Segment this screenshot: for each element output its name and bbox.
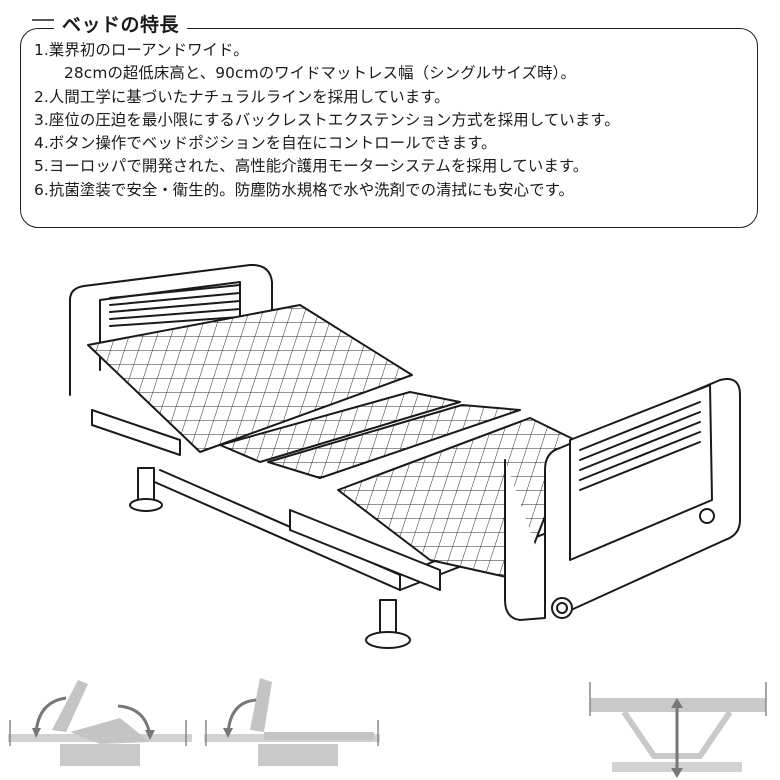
features-title-dash [32,19,54,21]
bed-illustration [69,263,741,649]
features-list: 1.業界初のローアンドワイド。 28cmの超低床高と、90cmのワイドマットレス… [34,39,754,202]
feature-item-1-detail: 28cmの超低床高と、90cmのワイドマットレス幅（シングルサイズ時）。 [64,64,576,83]
features-box [20,28,758,228]
height-adjust-diagram [589,682,767,778]
feature-item-1: 1.業界初のローアンドワイド。 [34,41,249,59]
back-and-knee-raise-diagram [8,680,192,766]
back-raise-diagram [204,678,380,766]
feature-item-5: 5.ヨーロッパで開発された、高性能介護用モーターシステムを採用しています。 [34,157,589,176]
feature-item-2: 2.人間工学に基づいたナチュラルラインを採用しています。 [34,87,450,106]
feature-item-6: 6.抗菌塗装で安全・衛生的。防塵防水規格で水や洗剤での清拭にも安心です。 [34,180,575,199]
features-title: ベッドの特長 [54,10,188,37]
feature-item-3: 3.座位の圧迫を最小限にするバックレストエクステンション方式を採用しています。 [34,110,620,129]
feature-item-4: 4.ボタン操作でベッドポジションを自在にコントロールできます。 [34,134,497,153]
